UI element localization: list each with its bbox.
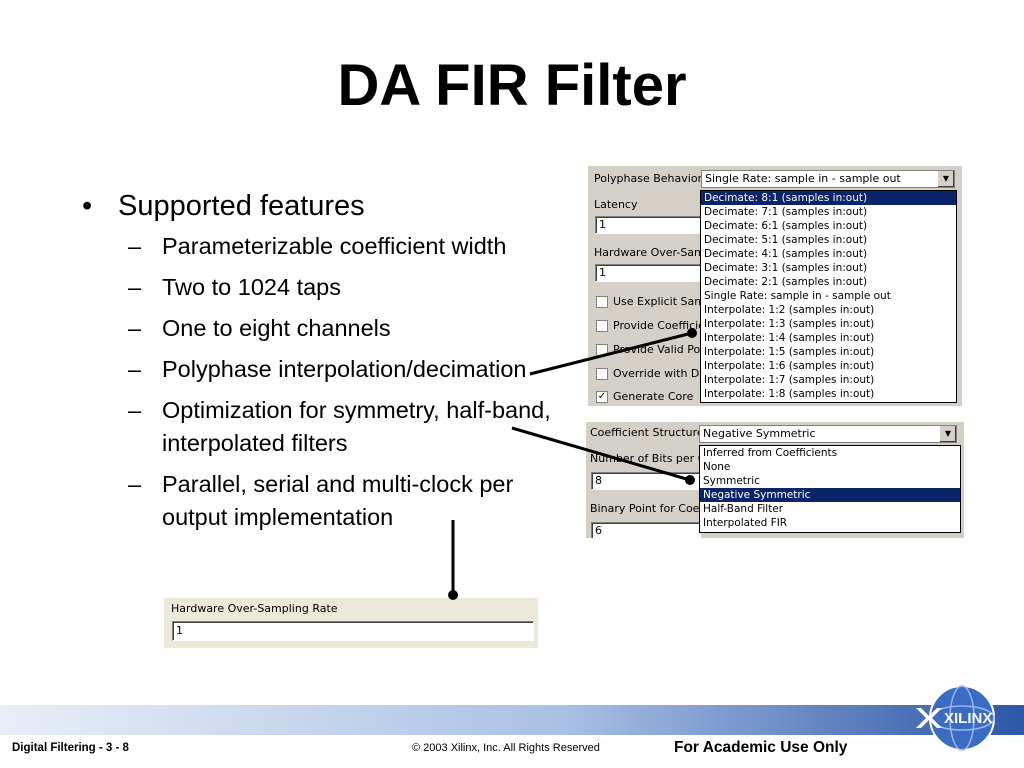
latency-label: Latency xyxy=(594,198,638,211)
hw-oversampling-label: Hardware Over-Samp xyxy=(594,246,712,259)
bullet-main: •Supported features xyxy=(82,190,365,222)
polyphase-option[interactable]: Interpolate: 1:2 (samples in:out) xyxy=(704,304,875,316)
coefficient-option[interactable]: None xyxy=(703,461,731,473)
polyphase-combo[interactable]: Single Rate: sample in - sample out ▼ xyxy=(701,170,955,188)
chevron-down-icon[interactable]: ▼ xyxy=(937,171,954,187)
callout-dot xyxy=(685,475,695,485)
polyphase-option[interactable]: Interpolate: 1:8 (samples in:out) xyxy=(704,388,875,400)
binary-point-label: Binary Point for Coeffi xyxy=(590,502,711,515)
sub-bullet: –Optimization for symmetry, half-band, i… xyxy=(128,397,551,456)
polyphase-option[interactable]: Interpolate: 1:6 (samples in:out) xyxy=(704,360,875,372)
polyphase-option[interactable]: Interpolate: 1:7 (samples in:out) xyxy=(704,374,875,386)
polyphase-option[interactable]: Decimate: 3:1 (samples in:out) xyxy=(704,262,868,274)
coefficient-option[interactable]: Symmetric xyxy=(703,475,760,487)
coefficient-structure-combo[interactable]: Negative Symmetric ▼ xyxy=(699,425,957,443)
callout-line-polyphase xyxy=(529,331,693,376)
hw-oversampling-rate-input[interactable]: 1 xyxy=(172,621,534,641)
polyphase-option[interactable]: Interpolate: 1:5 (samples in:out) xyxy=(704,346,875,358)
polyphase-option[interactable]: Single Rate: sample in - sample out xyxy=(704,290,891,302)
callout-dot xyxy=(448,590,458,600)
footer-section-label: Digital Filtering - 3 - 8 xyxy=(12,742,129,754)
polyphase-option[interactable]: Decimate: 6:1 (samples in:out) xyxy=(704,220,868,232)
footer-bar xyxy=(0,705,1024,735)
hw-oversampling-rate-label: Hardware Over-Sampling Rate xyxy=(171,602,338,615)
override-checkbox[interactable] xyxy=(596,368,608,380)
sub-bullet: –Parallel, serial and multi-clock per ou… xyxy=(128,471,514,530)
bullet-list: •Supported features –Parameterizable coe… xyxy=(82,188,562,542)
polyphase-option[interactable]: Decimate: 8:1 (samples in:out) xyxy=(701,191,956,205)
checkbox-label: Provide Coefficie xyxy=(613,319,705,332)
coefficient-panel: Coefficient Structure Negative Symmetric… xyxy=(586,422,964,538)
xilinx-logo: XILINX xyxy=(916,685,995,751)
sub-bullet: –Two to 1024 taps xyxy=(128,274,341,300)
coefficient-structure-label: Coefficient Structure xyxy=(590,426,704,439)
checkbox-label: Generate Core xyxy=(613,390,694,403)
slide-title: DA FIR Filter xyxy=(337,53,687,118)
bits-label: Number of Bits per Co xyxy=(590,452,713,465)
coefficient-option[interactable]: Interpolated FIR xyxy=(703,517,788,529)
chevron-down-icon[interactable]: ▼ xyxy=(939,426,956,442)
callout-dot xyxy=(687,328,697,338)
polyphase-option[interactable]: Interpolate: 1:4 (samples in:out) xyxy=(704,332,875,344)
generate-core-checkbox[interactable]: ✓ xyxy=(596,391,608,403)
sub-bullet: –Polyphase interpolation/decimation xyxy=(128,356,527,382)
coefficient-option[interactable]: Inferred from Coefficients xyxy=(703,447,838,459)
polyphase-option[interactable]: Interpolate: 1:3 (samples in:out) xyxy=(704,318,875,330)
checkbox-label: Override with Do xyxy=(613,367,707,380)
callout-line-symmetry xyxy=(511,426,691,482)
checkmark-icon: ✓ xyxy=(597,391,607,402)
polyphase-option[interactable]: Decimate: 4:1 (samples in:out) xyxy=(704,248,868,260)
coefficient-option[interactable]: Half-Band Filter xyxy=(703,503,784,515)
use-explicit-checkbox[interactable] xyxy=(596,296,608,308)
footer-copyright: © 2003 Xilinx, Inc. All Rights Reserved xyxy=(412,742,600,754)
footer-academic-use: For Academic Use Only xyxy=(674,739,848,756)
polyphase-option[interactable]: Decimate: 5:1 (samples in:out) xyxy=(704,234,868,246)
latency-input[interactable]: 1 xyxy=(595,216,705,234)
svg-text:XILINX: XILINX xyxy=(944,710,992,727)
hw-oversampling-panel: Hardware Over-Sampling Rate 1 xyxy=(164,598,538,648)
polyphase-panel: Polyphase Behavior Single Rate: sample i… xyxy=(588,166,962,406)
polyphase-option[interactable]: Decimate: 7:1 (samples in:out) xyxy=(704,206,868,218)
checkbox-label: Use Explicit Samp xyxy=(613,295,712,308)
provide-coefficient-checkbox[interactable] xyxy=(596,320,608,332)
sub-bullet: –Parameterizable coefficient width xyxy=(128,233,507,259)
coefficient-option[interactable]: Negative Symmetric xyxy=(700,488,960,502)
polyphase-option[interactable]: Decimate: 2:1 (samples in:out) xyxy=(704,276,868,288)
polyphase-label: Polyphase Behavior xyxy=(594,172,703,185)
sub-bullet: –One to eight channels xyxy=(128,315,391,341)
polyphase-dropdown-list: Decimate: 8:1 (samples in:out)Decimate: … xyxy=(700,190,957,403)
